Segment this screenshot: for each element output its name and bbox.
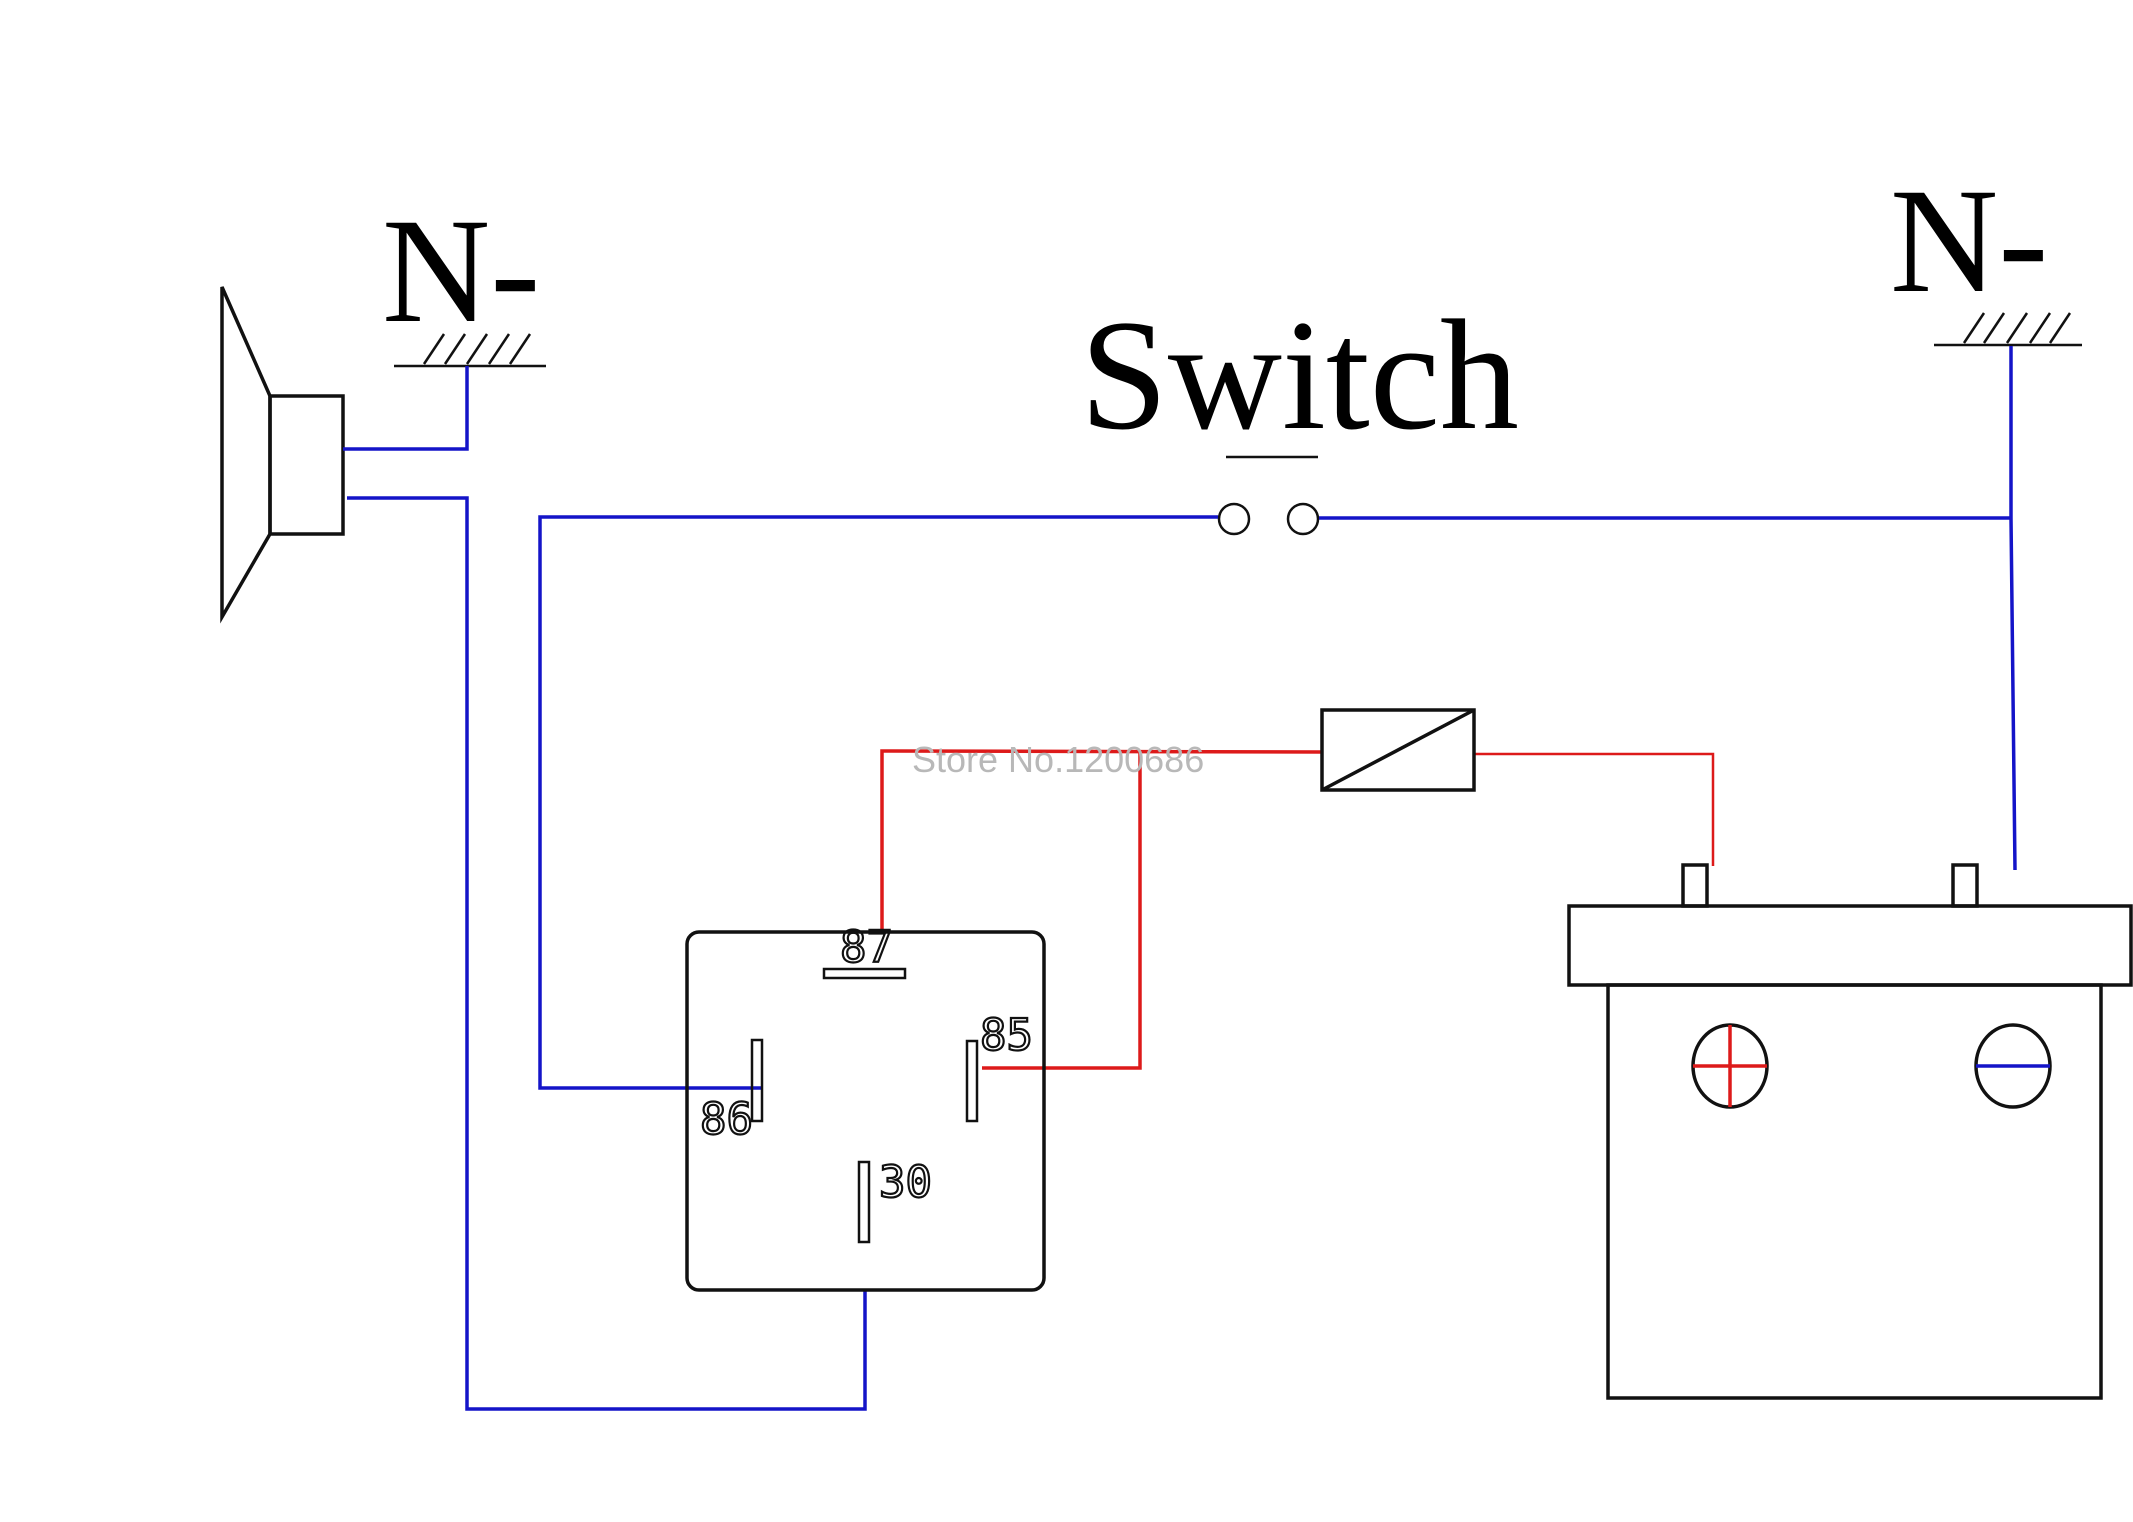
relay-pin-87-label: 87 xyxy=(840,922,893,973)
relay xyxy=(685,930,1046,1292)
relay-pin-30-label: 30 xyxy=(879,1157,932,1208)
wire-ground-battery-negative xyxy=(2009,346,2017,871)
relay-pin-86 xyxy=(750,1038,764,1123)
battery-terminal-positive xyxy=(1681,863,1709,908)
battery-body xyxy=(1606,983,2103,1400)
switch-contact-right xyxy=(1286,502,1320,536)
relay-pin-85-label: 85 xyxy=(980,1010,1033,1061)
wire-horn-relay30 xyxy=(347,496,867,1411)
wire-horn-ground xyxy=(343,366,469,451)
horn-icon xyxy=(220,286,345,624)
wire-battery-fuse xyxy=(1474,752,1715,866)
wire-relay86-switch xyxy=(538,515,1218,1090)
red-wires xyxy=(880,749,1715,1070)
horn-cone xyxy=(220,286,272,624)
ground-left-icon xyxy=(394,333,546,368)
switch-icon[interactable] xyxy=(1217,455,1320,536)
relay-pin-87 xyxy=(822,967,907,980)
relay-pin-85 xyxy=(965,1039,979,1123)
battery-lid xyxy=(1567,904,2133,987)
ground-right-label: N- xyxy=(1890,158,2048,324)
battery-positive-icon xyxy=(1691,1023,1769,1109)
relay-pin-86-label: 86 xyxy=(700,1094,753,1145)
wire-fuse-relay87 xyxy=(880,749,1322,933)
horn-body xyxy=(268,394,345,536)
ground-left-label: N- xyxy=(382,188,540,354)
battery xyxy=(1567,863,2133,1400)
ground-right-icon xyxy=(1934,312,2082,347)
wire-fuse-relay85 xyxy=(982,752,1142,1070)
fuse-icon xyxy=(1320,708,1476,792)
switch-label: Switch xyxy=(1080,288,1519,463)
battery-terminal-negative xyxy=(1951,863,1979,908)
relay-body xyxy=(685,930,1046,1292)
watermark-text: Store No.1200686 xyxy=(912,739,1204,780)
relay-pin-30 xyxy=(857,1160,871,1244)
blue-wires xyxy=(343,346,2017,1411)
battery-negative-icon xyxy=(1974,1023,2052,1109)
switch-contact-left xyxy=(1217,502,1251,536)
